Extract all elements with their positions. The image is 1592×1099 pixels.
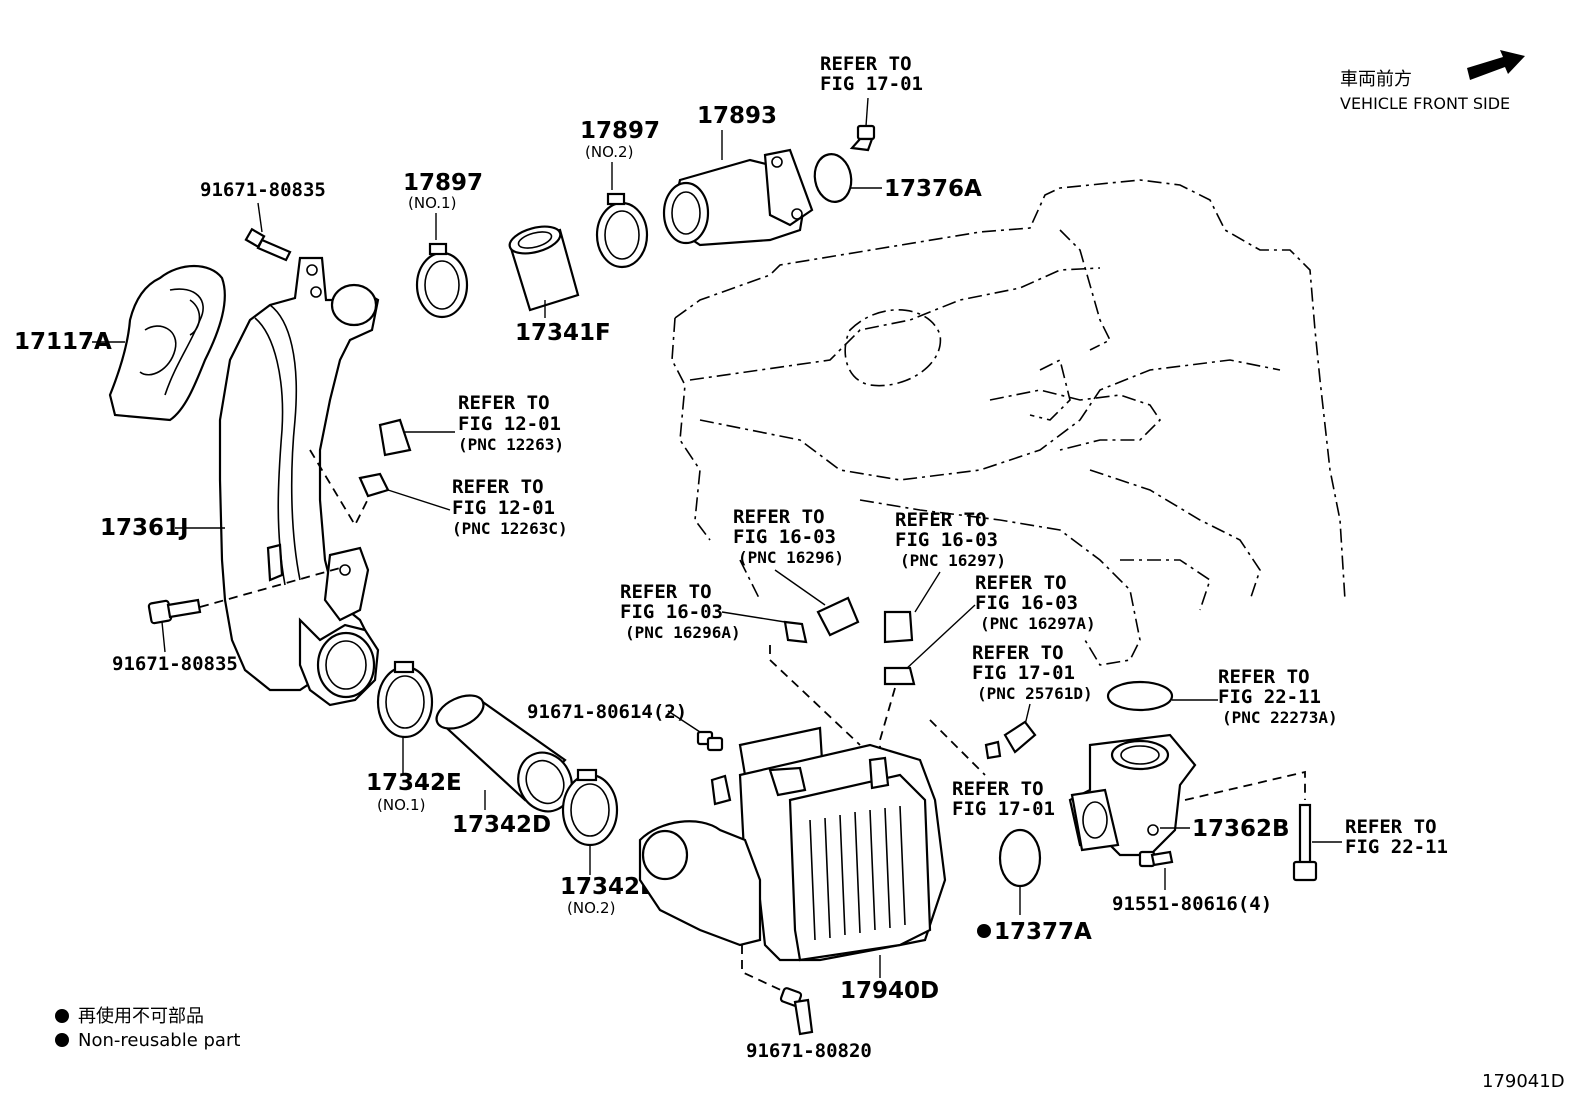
ref-1201a-l1: REFER TO [458, 392, 550, 414]
part-17361J-air-pipe [218, 256, 380, 707]
part-17341F-hose [508, 225, 580, 312]
ref-1701b-l1: REFER TO [972, 642, 1064, 664]
ref-1701-top-l1: REFER TO [820, 53, 912, 75]
ref-pipe-16296 [816, 596, 860, 637]
ref-1201a-l3: (PNC 12263) [458, 435, 564, 454]
label-17376A: 17376A [884, 176, 982, 202]
ref-1701-top-l2: FIG 17-01 [820, 73, 923, 95]
label-91671-80614: 91671-80614(2) [527, 701, 687, 723]
legend-dot-icon-2 [55, 1033, 69, 1047]
part-17117A-heat-insulator [92, 265, 226, 422]
label-17341F: 17341F [515, 320, 611, 346]
engine-phantom-outline [671, 179, 1346, 666]
legend: 再使用不可部品 Non-reusable part [55, 1006, 240, 1051]
bolt-icon-80614 [696, 730, 724, 752]
ref-1603b-l1: REFER TO [895, 509, 987, 531]
label-17342E-no2-sub: (NO.2) [567, 899, 615, 917]
part-17377A-gasket [998, 828, 1042, 888]
bolt-icon-top [244, 227, 292, 262]
direction-jp: 車両前方 [1340, 69, 1412, 90]
figure-code: 179041D [1482, 1071, 1565, 1092]
ref-2211a-l1: REFER TO [1218, 666, 1310, 688]
label-17117A: 17117A [14, 329, 112, 355]
part-17897-no1-clamp [415, 242, 469, 319]
label-17893: 17893 [697, 103, 777, 129]
label-17377A: 17377A [994, 919, 1092, 945]
ref-1603d-l1: REFER TO [975, 572, 1067, 594]
ref-1603b-l3: (PNC 16297) [900, 551, 1006, 570]
ref-clip-16296A [783, 620, 808, 644]
ref-1201b-l2: FIG 12-01 [452, 497, 555, 519]
bolt-icon-80820 [779, 987, 814, 1036]
ref-1603b-l2: FIG 16-03 [895, 529, 998, 551]
bolt-icon-22-11 [1292, 803, 1318, 882]
label-91671-80835-bottom: 91671-80835 [112, 653, 238, 675]
ref-clip-12263C [358, 472, 390, 498]
part-17897-no2-clamp [595, 192, 649, 269]
ref-1603c-l3: (PNC 16296A) [625, 623, 741, 642]
label-17940D: 17940D [840, 978, 939, 1004]
ref-2211b-l2: FIG 22-11 [1345, 836, 1448, 858]
label-91671-80835-top: 91671-80835 [200, 179, 326, 201]
ref-1701c-l2: FIG 17-01 [952, 798, 1055, 820]
ref-1603a-l1: REFER TO [733, 506, 825, 528]
ref-pipe-12263 [378, 418, 412, 457]
label-91551-80616: 91551-80616(4) [1112, 893, 1272, 915]
ref-1701c-l1: REFER TO [952, 778, 1044, 800]
ref-gasket-22273A [1106, 680, 1174, 712]
legend-dot-icon [55, 1009, 69, 1023]
label-17897-no2: 17897 [580, 118, 660, 144]
ref-1201a-l2: FIG 12-01 [458, 413, 561, 435]
label-17342E-no1-sub: (NO.1) [377, 796, 425, 814]
non-reusable-mark-icon [977, 924, 991, 938]
label-17897-no2-sub: (NO.2) [585, 143, 633, 161]
ref-1701b-l2: FIG 17-01 [972, 662, 1075, 684]
ref-1603a-l2: FIG 16-03 [733, 526, 836, 548]
ref-1201b-l3: (PNC 12263C) [452, 519, 568, 538]
ref-pipe-16297 [883, 610, 914, 644]
part-17376A-gasket [813, 153, 853, 203]
vehicle-front-indicator: 車両前方 VEHICLE FRONT SIDE [1340, 50, 1525, 113]
label-17342E-no1: 17342E [366, 770, 462, 796]
legend-en: Non-reusable part [78, 1030, 240, 1051]
ref-1603d-l2: FIG 16-03 [975, 592, 1078, 614]
label-17362B: 17362B [1192, 816, 1290, 842]
ref-1701b-l3: (PNC 25761D) [977, 684, 1093, 703]
ref-clip-16297A [883, 666, 916, 686]
part-17342D-hose [435, 694, 573, 813]
ref-2211a-l3: (PNC 22273A) [1222, 708, 1338, 727]
label-17361J: 17361J [100, 515, 189, 541]
ref-1201b-l1: REFER TO [452, 476, 544, 498]
label-17342D: 17342D [452, 812, 551, 838]
ref-1603c-l1: REFER TO [620, 581, 712, 603]
bolt-icon-17-01 [849, 124, 876, 152]
part-17362B-outlet [1068, 733, 1197, 857]
ref-2211a-l2: FIG 22-11 [1218, 686, 1321, 708]
bolt-icon-91551 [1138, 850, 1174, 868]
bolt-icon-bottom [147, 598, 202, 625]
label-17897-no1: 17897 [403, 170, 483, 196]
ref-1603a-l3: (PNC 16296) [738, 548, 844, 567]
ref-2211b-l1: REFER TO [1345, 816, 1437, 838]
part-17342E-no1-clamp [376, 660, 434, 739]
part-17893-outlet [662, 148, 814, 247]
ref-1603d-l3: (PNC 16297A) [980, 614, 1096, 633]
direction-en: VEHICLE FRONT SIDE [1340, 94, 1510, 113]
part-17940D-intercooler [638, 726, 947, 962]
ref-hose-25761D [984, 720, 1037, 760]
label-91671-80820: 91671-80820 [746, 1040, 872, 1062]
label-17897-no1-sub: (NO.1) [408, 194, 456, 212]
arrow-icon [1467, 50, 1525, 80]
legend-jp: 再使用不可部品 [78, 1006, 204, 1027]
ref-1603c-l2: FIG 16-03 [620, 601, 723, 623]
